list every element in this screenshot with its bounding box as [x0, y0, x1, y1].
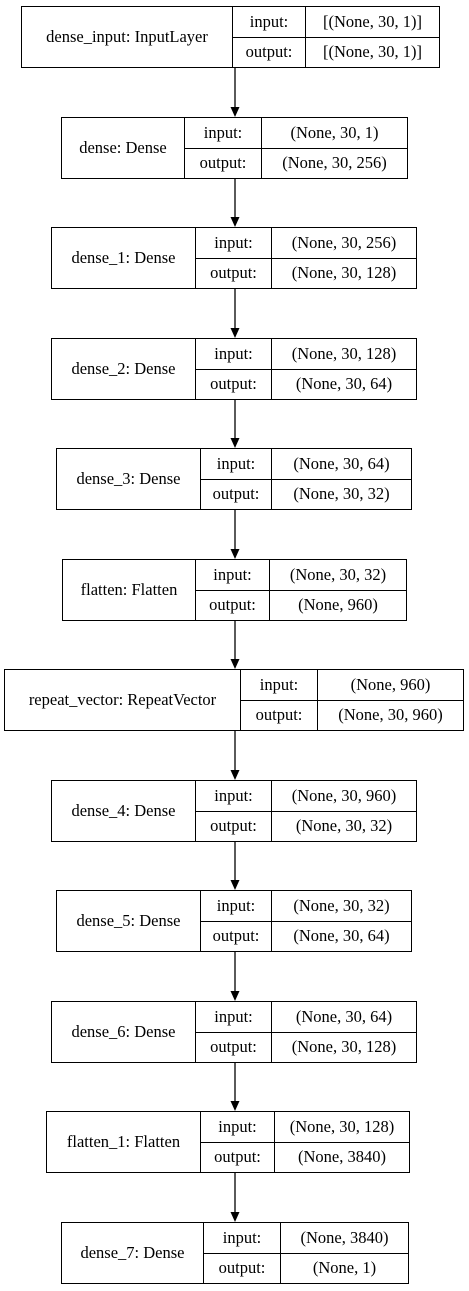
output-label: output:: [201, 478, 271, 510]
layer-node: dense_4: Dense input: output: (None, 30, 96…: [51, 780, 417, 842]
output-label: output:: [196, 589, 269, 621]
input-shape: (None, 30, 1): [290, 122, 379, 142]
input-shape: (None, 30, 128): [291, 343, 397, 363]
input-label: input:: [249, 11, 289, 31]
input-label: input:: [218, 1116, 257, 1136]
layer-name: dense: Dense: [62, 118, 185, 178]
output-shape: (None, 960): [270, 589, 406, 621]
output-label: output:: [196, 810, 271, 842]
arrow-head: [230, 880, 240, 890]
input-shape: (None, 30, 32): [293, 895, 390, 915]
layer-node: flatten: Flatten input: output: (None, 30, …: [62, 559, 407, 621]
input-shape: [(None, 30, 1)]: [323, 11, 422, 31]
layer-name: dense_4: Dense: [52, 781, 196, 841]
layer-node: dense_7: Dense input: output: (None, 3840) (…: [61, 1222, 409, 1284]
layer-name: dense_3: Dense: [57, 449, 201, 509]
output-label: output:: [201, 1141, 274, 1173]
layer-name: dense_7: Dense: [62, 1223, 204, 1283]
output-label: output:: [196, 368, 271, 400]
input-label: input:: [203, 122, 243, 142]
layer-name: dense_2: Dense: [52, 339, 196, 399]
input-shape: (None, 30, 960): [291, 785, 397, 805]
layer-name: dense_1: Dense: [52, 228, 196, 288]
output-shape: (None, 30, 256): [262, 147, 407, 179]
output-label: output:: [196, 1031, 271, 1063]
layer-name: flatten: Flatten: [63, 560, 196, 620]
output-shape: (None, 30, 64): [272, 368, 416, 400]
layer-name: flatten_1: Flatten: [47, 1112, 201, 1172]
output-shape: (None, 30, 32): [272, 478, 411, 510]
layer-node: dense_5: Dense input: output: (None, 30, 32…: [56, 890, 412, 952]
input-label: input:: [259, 674, 299, 694]
output-label: output:: [196, 257, 271, 289]
arrow-head: [230, 1101, 240, 1111]
layer-node: dense_6: Dense input: output: (None, 30, 64…: [51, 1001, 417, 1063]
output-label: output:: [204, 1252, 280, 1284]
input-label: input:: [214, 343, 253, 363]
layer-name: repeat_vector: RepeatVector: [5, 670, 241, 730]
layer-name: dense_5: Dense: [57, 891, 201, 951]
input-label: input:: [216, 895, 256, 915]
arrow-head: [230, 1212, 240, 1222]
input-label: input:: [216, 453, 256, 473]
layer-node: flatten_1: Flatten input: output: (None, 30…: [46, 1111, 410, 1173]
input-shape: (None, 960): [350, 674, 431, 694]
input-label: input:: [214, 785, 253, 805]
layer-node: repeat_vector: RepeatVector input: output:…: [4, 669, 464, 731]
output-shape: (None, 30, 128): [272, 1031, 416, 1063]
input-shape: (None, 30, 64): [293, 453, 390, 473]
arrow-head: [230, 991, 240, 1001]
input-shape: (None, 30, 128): [289, 1116, 395, 1136]
output-shape: (None, 1): [281, 1252, 408, 1284]
layer-node: dense_1: Dense input: output: (None, 30, 25…: [51, 227, 417, 289]
output-label: output:: [241, 699, 317, 731]
output-shape: (None, 30, 960): [318, 699, 463, 731]
arrow-head: [230, 328, 240, 338]
output-label: output:: [185, 147, 261, 179]
arrow-head: [230, 770, 240, 780]
input-label: input:: [214, 1006, 253, 1026]
arrow-head: [230, 549, 240, 559]
layer-name: dense_input: InputLayer: [22, 7, 233, 67]
layer-node: dense_2: Dense input: output: (None, 30, 12…: [51, 338, 417, 400]
output-shape: [(None, 30, 1)]: [306, 36, 439, 68]
output-shape: (None, 30, 64): [272, 920, 411, 952]
input-label: input:: [222, 1227, 262, 1247]
layer-name: dense_6: Dense: [52, 1002, 196, 1062]
input-shape: (None, 3840): [300, 1227, 389, 1247]
output-shape: (None, 30, 128): [272, 257, 416, 289]
input-shape: (None, 30, 32): [289, 564, 387, 584]
input-label: input:: [214, 232, 253, 252]
layer-node: dense_3: Dense input: output: (None, 30, 64…: [56, 448, 412, 510]
input-shape: (None, 30, 256): [291, 232, 397, 252]
arrow-head: [230, 217, 240, 227]
output-label: output:: [233, 36, 305, 68]
arrow-head: [230, 107, 240, 117]
input-label: input:: [213, 564, 252, 584]
layer-node: dense: Dense input: output: (None, 30, 1) (N…: [61, 117, 408, 179]
arrow-head: [230, 438, 240, 448]
output-label: output:: [201, 920, 271, 952]
input-shape: (None, 30, 64): [295, 1006, 393, 1026]
output-shape: (None, 30, 32): [272, 810, 416, 842]
output-shape: (None, 3840): [275, 1141, 409, 1173]
arrow-head: [230, 659, 240, 669]
